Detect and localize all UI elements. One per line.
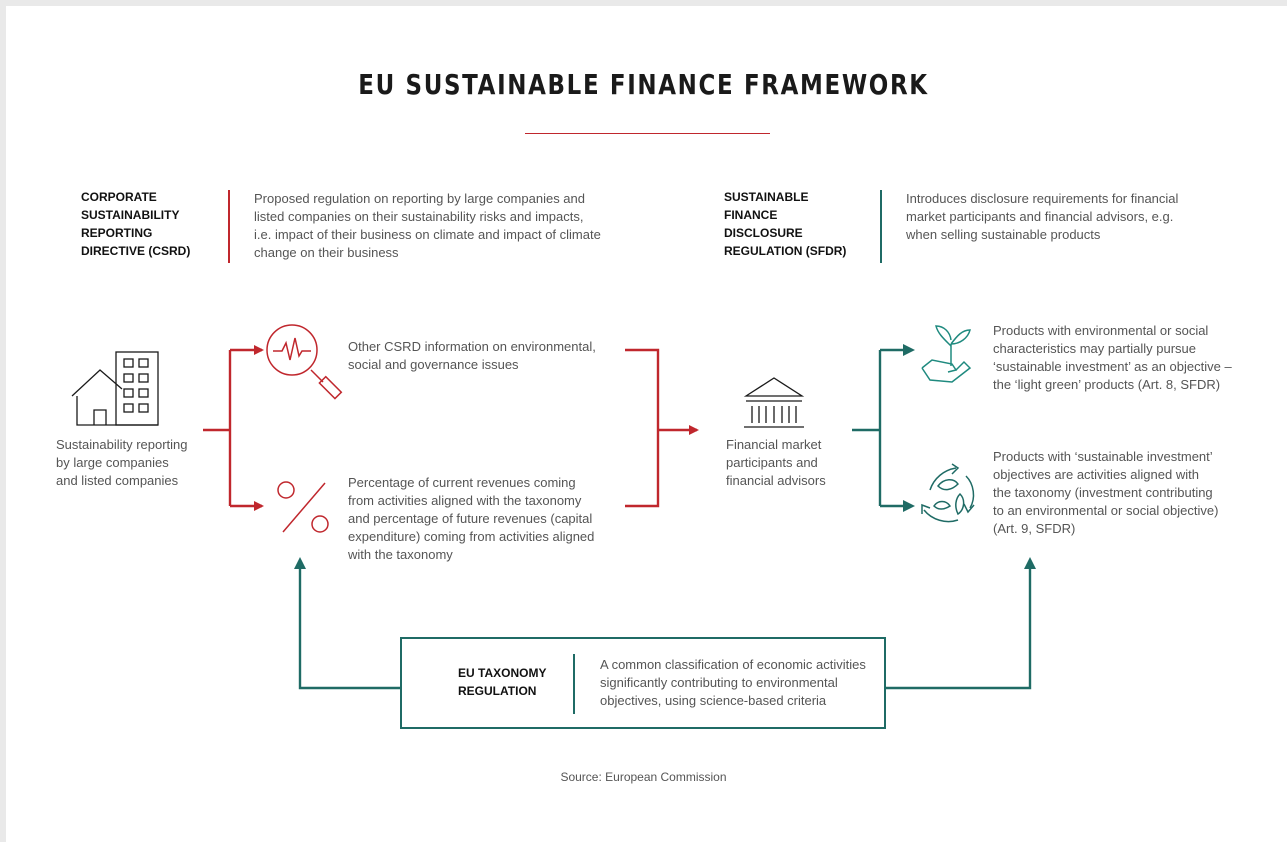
taxonomy-box [400, 637, 886, 729]
page-title: EU SUSTAINABLE FINANCE FRAMEWORK [358, 68, 929, 101]
art9-label: Products with ‘sustainable investment’ob… [993, 449, 1219, 536]
buildings-icon [71, 351, 159, 426]
taxonomy-divider [573, 654, 575, 714]
red-connectors [203, 345, 699, 511]
csrd-divider [228, 190, 230, 263]
source-note: Source: European Commission [560, 770, 727, 784]
bank-icon [743, 377, 805, 428]
teal-connectors [294, 344, 1036, 690]
taxonomy-description: A common classification of economic acti… [600, 657, 866, 708]
sfdr-divider [880, 190, 882, 263]
sfdr-description: Introduces disclosure requirements for f… [906, 191, 1179, 242]
hand-plant-icon [921, 325, 972, 383]
csrd-description: Proposed regulation on reporting by larg… [254, 191, 601, 260]
title-underline [525, 133, 770, 134]
recycle-leaf-icon [921, 463, 975, 523]
other-info-label: Other CSRD information on environmental,… [348, 339, 596, 372]
magnifier-pulse-icon [266, 324, 343, 400]
percent-icon [277, 481, 329, 533]
